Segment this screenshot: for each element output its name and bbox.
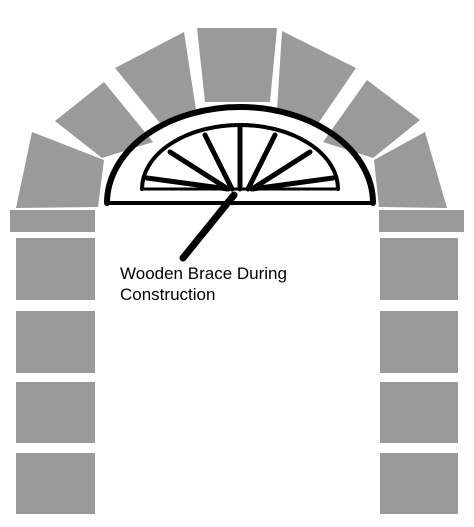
pier-block (16, 238, 95, 300)
brace-outer-arc (104, 104, 376, 206)
pier-block (16, 311, 95, 373)
label-pointer-line (179, 191, 238, 262)
brace-spoke (249, 149, 313, 192)
arch-voussoirs (16, 28, 447, 208)
brace-spoke (249, 175, 336, 192)
brace-spoke (202, 132, 235, 192)
voussoir-stone (374, 132, 447, 208)
pier-block (16, 453, 95, 514)
pier-block (380, 238, 458, 300)
impost-block-right (379, 210, 464, 232)
voussoir-stone (55, 82, 153, 158)
voussoir-stone (323, 80, 420, 158)
pier-block (380, 311, 458, 373)
voussoir-stone (277, 31, 356, 125)
voussoir-stone (197, 28, 277, 102)
voussoir-stone (16, 132, 104, 208)
voussoir-stone (115, 32, 196, 123)
label-line-1: Wooden Brace During (120, 264, 287, 283)
brace-spoke (167, 149, 231, 192)
pier-block (380, 382, 458, 443)
label-line-2: Construction (120, 285, 215, 304)
right-pier (379, 210, 464, 514)
pier-block (380, 453, 458, 514)
brace-inner-arc (140, 123, 340, 191)
pier-block (16, 382, 95, 443)
impost-block-left (10, 210, 95, 232)
brace-spoke (245, 132, 278, 192)
wooden-brace (104, 104, 376, 206)
brace-spoke (144, 175, 231, 192)
left-pier (10, 210, 95, 514)
